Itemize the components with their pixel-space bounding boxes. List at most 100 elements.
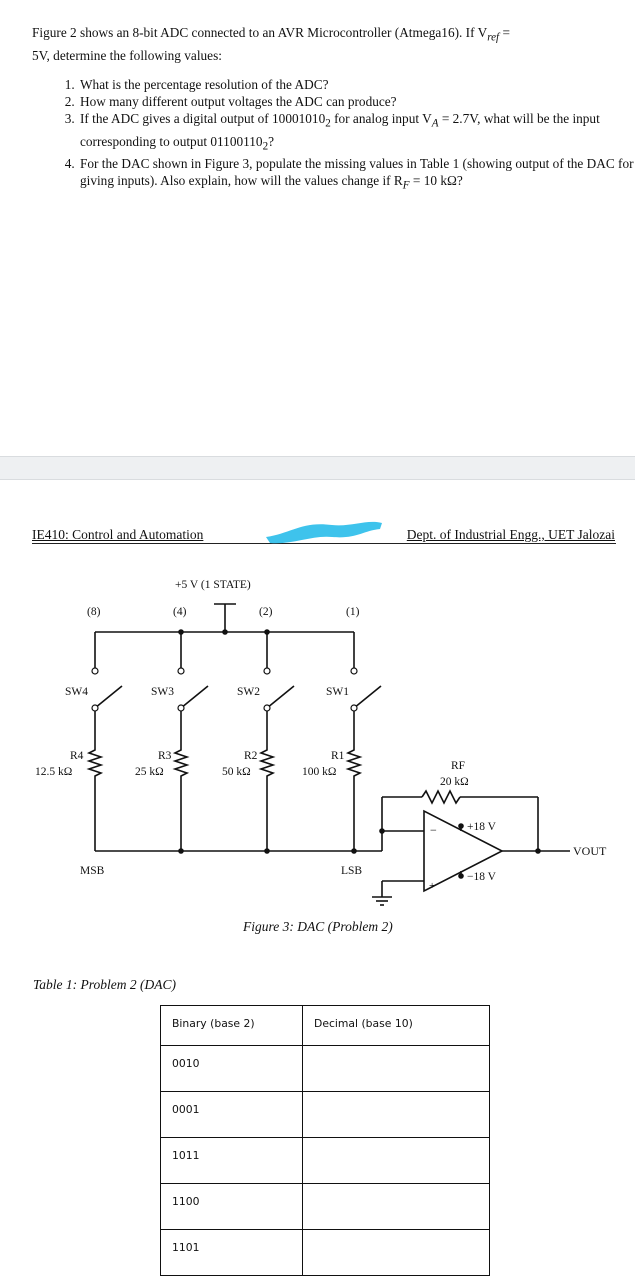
intro-text: Figure 2 shows an 8-bit ADC connected to… — [32, 25, 488, 40]
question-3-text-a: If the ADC gives a digital output of 100… — [80, 111, 326, 126]
r2-resistor — [258, 746, 276, 780]
msb-label: MSB — [80, 865, 105, 877]
resistor-name-r4: R4 — [70, 750, 84, 762]
rf-value: 20 kΩ — [440, 776, 469, 788]
r1-resistor — [345, 746, 363, 780]
decimal-cell[interactable] — [302, 1045, 490, 1092]
question-3-text-d: ? — [268, 133, 275, 149]
supply-dot — [458, 823, 464, 829]
sw2-top-terminal — [263, 667, 271, 675]
weight-label-sw3: (4) — [173, 606, 187, 618]
question-4: For the DAC shown in Figure 3, populate … — [78, 155, 635, 195]
table-row: 1100 — [160, 1183, 490, 1230]
question-2-text: How many different output voltages the A… — [80, 94, 397, 109]
sw3-pivot — [177, 704, 185, 712]
subscript: A — [431, 117, 439, 130]
sw3-blade — [180, 685, 209, 709]
table-caption: Table 1: Problem 2 (DAC) — [33, 977, 176, 992]
sw4-blade — [94, 685, 123, 709]
page-separator — [0, 456, 635, 480]
rf-resistor — [421, 789, 461, 805]
subscript: 2 — [262, 140, 269, 153]
junction-dot — [178, 629, 184, 635]
switch-label-sw1: SW1 — [326, 686, 349, 698]
question-3-text-b: for analog input V — [330, 111, 432, 126]
department-header: Dept. of Industrial Engg., UET Jalozai — [406, 527, 615, 542]
binary-cell: 1100 — [160, 1183, 303, 1230]
switch-label-sw3: SW3 — [151, 686, 174, 698]
binary-cell: 0001 — [160, 1091, 303, 1138]
junction-dot — [178, 848, 184, 854]
sw1-blade — [353, 685, 382, 709]
subscript: F — [402, 179, 410, 192]
junction-dot — [222, 629, 228, 635]
decimal-column-header: Decimal (base 10) — [302, 1005, 490, 1046]
dac-circuit-diagram: +5 V (1 STATE) (8) (4) (2) (1) SW4 SW3 S… — [35, 579, 607, 906]
course-header: IE410: Control and Automation — [32, 527, 204, 542]
question-1-text: What is the percentage resolution of the… — [80, 77, 329, 92]
resistor-name-r2: R2 — [244, 750, 258, 762]
r3-resistor — [172, 746, 190, 780]
question-3-text-c: = 2.7V, what will be the input correspon… — [80, 111, 600, 149]
question-4-text-a: For the DAC shown in Figure 3, populate … — [80, 156, 634, 189]
question-2: How many different output voltages the A… — [78, 93, 635, 110]
subscript: 2 — [325, 117, 331, 130]
question-list: What is the percentage resolution of the… — [38, 76, 635, 195]
binary-cell: 0010 — [160, 1045, 303, 1092]
switch-label-sw2: SW2 — [237, 686, 260, 698]
question-3: If the ADC gives a digital output of 100… — [78, 110, 635, 155]
junction-dot — [351, 848, 357, 854]
header-rule — [32, 543, 616, 544]
sw2-blade — [266, 685, 295, 709]
binary-cell: 1101 — [160, 1229, 303, 1276]
sw4-top-terminal — [91, 667, 99, 675]
resistor-value-r2: 50 kΩ — [222, 766, 251, 778]
intro-text-line2: 5V, determine the following values: — [32, 47, 222, 63]
junction-dot — [264, 848, 270, 854]
noninverting-symbol: + — [429, 880, 435, 892]
dac-table: Binary (base 2) Decimal (base 10) 0010 0… — [160, 1005, 490, 1276]
positive-supply-label: +18 V — [467, 821, 497, 833]
binary-column-header: Binary (base 2) — [160, 1005, 303, 1046]
op-amp — [423, 809, 504, 893]
resistor-name-r3: R3 — [158, 750, 172, 762]
junction-dot — [535, 848, 541, 854]
question-1: What is the percentage resolution of the… — [78, 76, 635, 93]
resistor-name-r1: R1 — [331, 750, 345, 762]
supply-dot — [458, 873, 464, 879]
lsb-label: LSB — [341, 865, 362, 877]
negative-supply-label: −18 V — [467, 871, 497, 883]
table-row: 1101 — [160, 1229, 490, 1276]
resistor-value-r4: 12.5 kΩ — [35, 766, 72, 778]
decimal-cell[interactable] — [302, 1183, 490, 1230]
junction-dot — [379, 828, 385, 834]
vref-subscript: ref — [487, 31, 500, 44]
redaction-scribble — [266, 521, 382, 544]
sw4-pivot — [91, 704, 99, 712]
resistor-value-r3: 25 kΩ — [135, 766, 164, 778]
figure-caption: Figure 3: DAC (Problem 2) — [243, 919, 393, 934]
intro-text-end: = — [499, 25, 510, 40]
weight-label-sw2: (2) — [259, 606, 273, 618]
sw1-top-terminal — [350, 667, 358, 675]
resistor-value-r1: 100 kΩ — [302, 766, 336, 778]
weight-label-sw4: (8) — [87, 606, 101, 618]
decimal-cell[interactable] — [302, 1137, 490, 1184]
decimal-cell[interactable] — [302, 1229, 490, 1276]
weight-label-sw1: (1) — [346, 606, 360, 618]
table-row: 0010 — [160, 1045, 490, 1092]
junction-dot — [264, 629, 270, 635]
vout-label: VOUT — [573, 844, 607, 858]
rf-name: RF — [451, 760, 465, 772]
table-row: 0001 — [160, 1091, 490, 1138]
r4-resistor — [86, 746, 104, 780]
sw1-pivot — [350, 704, 358, 712]
sw2-pivot — [263, 704, 271, 712]
table-header-row: Binary (base 2) Decimal (base 10) — [160, 1005, 490, 1046]
sw3-top-terminal — [177, 667, 185, 675]
table-row: 1011 — [160, 1137, 490, 1184]
problem-intro: Figure 2 shows an 8-bit ADC connected to… — [32, 24, 617, 65]
decimal-cell[interactable] — [302, 1091, 490, 1138]
inverting-symbol: − — [430, 823, 437, 837]
switch-label-sw4: SW4 — [65, 686, 88, 698]
